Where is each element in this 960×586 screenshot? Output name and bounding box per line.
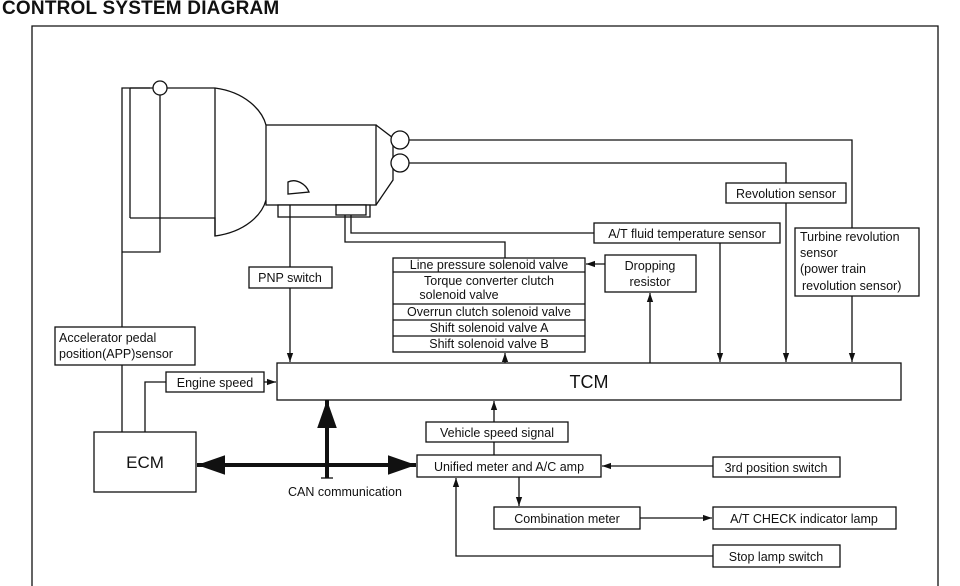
vehicle-speed-signal-label: Vehicle speed signal xyxy=(440,426,554,440)
at-fluid-temp-sensor-label: A/T fluid temperature sensor xyxy=(608,227,765,241)
shift-sv-b-label: Shift solenoid valve B xyxy=(429,337,549,351)
wire-app-to-ecm xyxy=(121,87,150,432)
at-fluid-temp-sensor-box xyxy=(593,222,781,244)
revolution-sensor-label: Revolution sensor xyxy=(736,187,836,201)
shift-sv-a-label: Shift solenoid valve A xyxy=(430,321,549,335)
app-sensor-label-line2: position(APP)sensor xyxy=(59,347,173,361)
ecm-label: ECM xyxy=(126,453,164,472)
page-title: CONTROL SYSTEM DIAGRAM xyxy=(2,0,280,19)
line-pressure-sv-label: Line pressure solenoid valve xyxy=(410,258,568,272)
tcm-label: TCM xyxy=(570,372,609,392)
turbine-revolution-sensor-box xyxy=(794,227,920,297)
combination-meter-label: Combination meter xyxy=(514,512,620,526)
turbine-sensor-label-line3: (power train xyxy=(800,262,866,276)
third-position-switch-box xyxy=(712,456,841,478)
at-check-lamp-box xyxy=(712,506,897,530)
turbine-sensor-label-line2: sensor xyxy=(800,246,838,260)
app-sensor-box xyxy=(54,326,196,366)
vehicle-speed-signal-box xyxy=(425,421,569,443)
third-position-switch-label: 3rd position switch xyxy=(725,461,828,475)
dropping-resistor-box xyxy=(604,254,697,293)
can-communication-label: CAN communication xyxy=(288,485,402,499)
wire-revolution-sensor xyxy=(409,162,787,183)
engine-speed-label: Engine speed xyxy=(177,376,254,390)
wire-app-sensor xyxy=(122,95,161,253)
revolution-sensor-connector xyxy=(390,153,410,173)
solenoid-valve-stack xyxy=(392,257,586,353)
wire-fluid-temp xyxy=(350,215,594,234)
app-sensor-label-line1: Accelerator pedal xyxy=(59,331,156,345)
turbine-sensor-label-line1: Turbine revolution xyxy=(800,230,900,244)
dropping-resistor-label-line2: resistor xyxy=(630,275,671,289)
turbine-sensor-label-line4: revolution sensor) xyxy=(802,279,901,293)
at-check-lamp-label: A/T CHECK indicator lamp xyxy=(730,512,878,526)
diagram-frame xyxy=(31,25,939,586)
tcm-box xyxy=(276,362,902,401)
torque-converter-sv-label-line1: Torque converter clutch xyxy=(424,274,554,288)
wire-turbine-sensor xyxy=(409,139,853,228)
app-sensor-connector xyxy=(152,80,168,96)
stop-lamp-switch-label: Stop lamp switch xyxy=(729,550,824,564)
torque-converter-sv-label-line2: solenoid valve xyxy=(419,288,498,302)
unified-meter-box xyxy=(416,454,602,478)
overrun-clutch-sv-label: Overrun clutch solenoid valve xyxy=(407,305,571,319)
arrow-stop-lamp-to-unified xyxy=(452,478,713,557)
dropping-resistor-label-line1: Dropping xyxy=(625,259,676,273)
transmission-drawing xyxy=(129,87,394,237)
turbine-sensor-connector xyxy=(390,130,410,150)
ecm-box xyxy=(93,431,197,493)
wire-ecm-engine-speed xyxy=(144,381,166,432)
wire-solenoids xyxy=(344,215,506,258)
pnp-switch-label: PNP switch xyxy=(258,271,322,285)
unified-meter-label: Unified meter and A/C amp xyxy=(434,460,584,474)
